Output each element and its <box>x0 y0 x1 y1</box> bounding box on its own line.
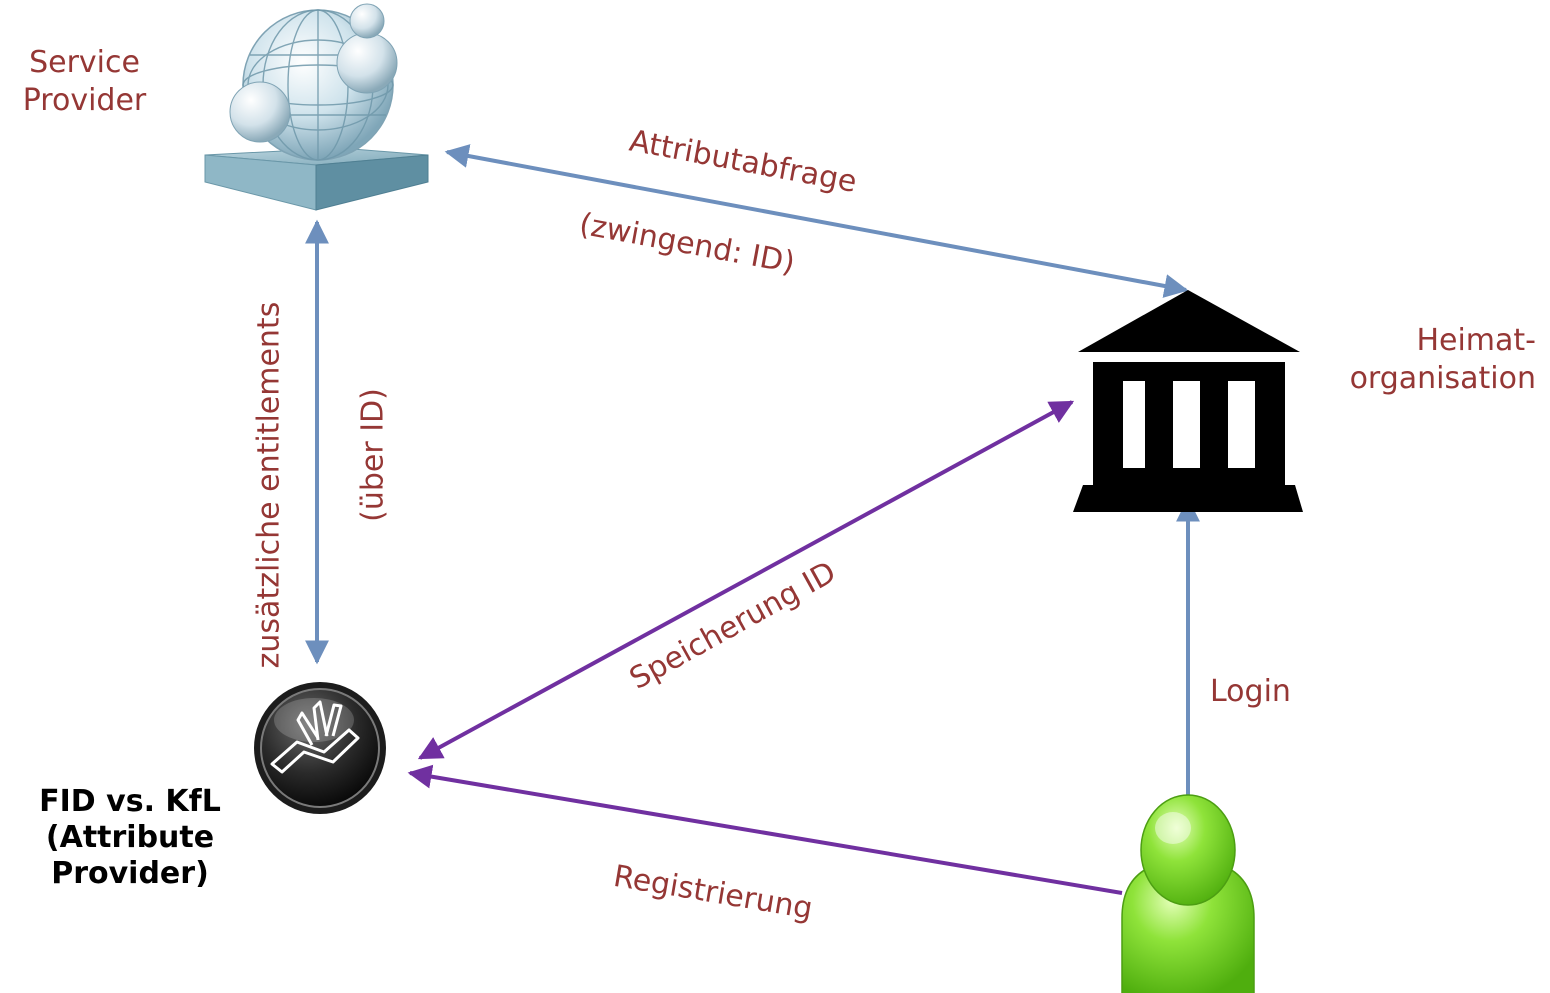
attribute-provider-label: FID vs. KfL (Attribute Provider) <box>30 784 230 892</box>
home-organisation-label: Heimat- organisation <box>1328 322 1536 397</box>
edge-registration <box>407 764 1123 895</box>
home-organisation-label-line2: organisation <box>1349 360 1536 396</box>
service-provider-label: Service Provider <box>22 44 147 119</box>
home-organisation-label-line1: Heimat- <box>1416 323 1536 358</box>
globe-server-icon <box>204 3 429 211</box>
service-provider-label-line1: Service <box>29 45 140 80</box>
attribute-provider-label-line2: (Attribute <box>45 820 215 855</box>
edge-label-login: Login <box>1210 674 1291 709</box>
edge-sublabel-additional-entitlements: (über ID) <box>355 388 391 522</box>
book-disc-icon <box>254 682 386 814</box>
attribute-provider-label-line1: FID vs. KfL <box>39 784 221 819</box>
edge-store-id <box>417 400 1075 760</box>
attribute-provider-label-line3: Provider) <box>51 856 209 891</box>
user-person-icon <box>1121 794 1255 993</box>
edge-attribute-query <box>444 144 1189 298</box>
edge-label-additional-entitlements: zusätzliche entitlements <box>251 301 287 669</box>
service-provider-label-line2: Provider <box>22 82 147 118</box>
institution-building-icon <box>1073 290 1303 512</box>
